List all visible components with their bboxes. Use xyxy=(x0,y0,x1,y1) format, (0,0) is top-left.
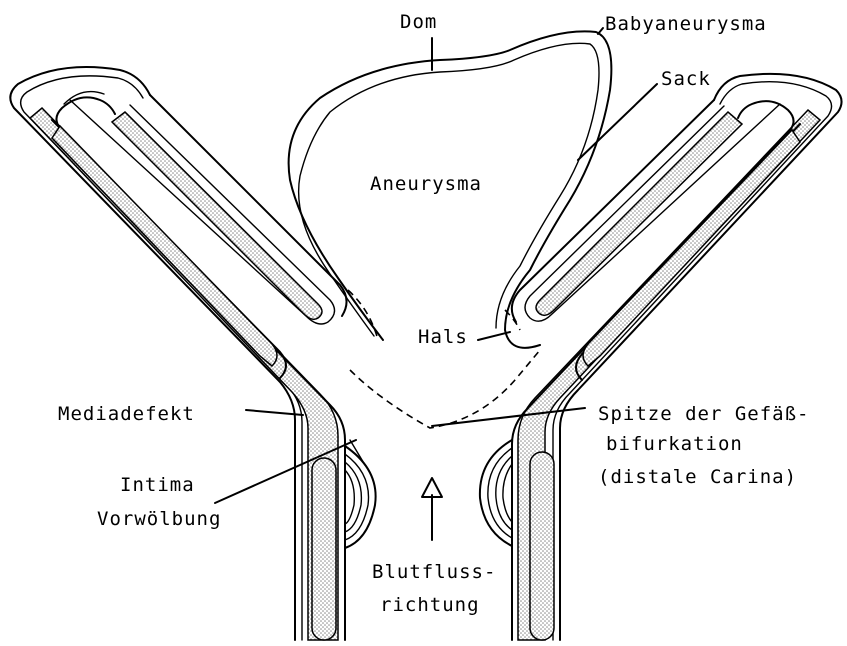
right-vessel-wall xyxy=(512,74,842,640)
label-sack: Sack xyxy=(661,68,711,90)
left-parent-media xyxy=(312,458,336,640)
label-intima: Intima xyxy=(120,474,195,496)
leader-babyaneurysma xyxy=(598,28,603,34)
label-dom: Dom xyxy=(400,11,437,33)
right-parent-media xyxy=(530,452,554,640)
left-vessel-wall xyxy=(10,67,346,640)
label-blutfluss-line1: Blutfluss- xyxy=(372,561,496,583)
right-intima-bulge xyxy=(480,440,512,546)
label-babyaneurysma: Babyaneurysma xyxy=(605,13,767,35)
blood-flow-arrow xyxy=(422,478,442,540)
label-aneurysma: Aneurysma xyxy=(370,173,482,195)
leader-hals xyxy=(478,332,510,340)
label-mediadefekt: Mediadefekt xyxy=(58,403,195,425)
label-spitze-line3: (distale Carina) xyxy=(598,466,797,488)
label-blutfluss-line2: richtung xyxy=(380,594,480,616)
left-intima-bulge xyxy=(345,446,376,548)
label-spitze-line2: bifurkation xyxy=(606,433,743,455)
leader-sack xyxy=(578,84,657,160)
label-vorwoelbung: Vorwölbung xyxy=(97,508,221,530)
label-spitze-line1: Spitze der Gefäß- xyxy=(598,403,809,425)
label-hals: Hals xyxy=(418,326,468,348)
